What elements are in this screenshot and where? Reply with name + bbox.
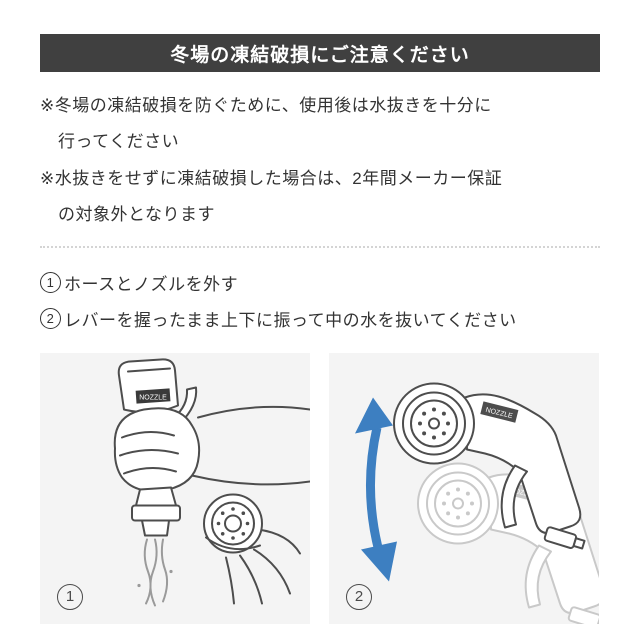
panel-shake-sprayer: NOZZLE 2 [329, 352, 599, 624]
step-1-text: ホースとノズルを外す [64, 274, 239, 294]
illustration-panels: NOZZLE [40, 352, 600, 624]
step-2-number: 2 [40, 307, 61, 329]
title-banner: 冬場の凍結破損にご注意ください [40, 34, 600, 72]
page-title: 冬場の凍結破損にご注意ください [170, 44, 470, 66]
water-stream [137, 538, 173, 607]
panel-2-number: 2 [346, 583, 372, 610]
up-down-arrow-icon [355, 397, 397, 582]
step-2-text: レバーを握ったまま上下に振って中の水を抜いてください [64, 310, 517, 330]
badge-label: NOZZLE [139, 394, 167, 401]
dotted-divider [40, 245, 600, 248]
step-1: 1 ホースとノズルを外す [40, 270, 600, 295]
step-1-number: 1 [40, 271, 61, 293]
panel-1-number: 1 [57, 583, 83, 610]
note-2-line-1: ※水抜きをせずに凍結破損した場合は、2年間メーカー保証 [40, 168, 503, 188]
shake-illustration: NOZZLE [355, 382, 599, 624]
note-1-line-2: 行ってください [58, 132, 180, 152]
arm-illustration [191, 405, 310, 485]
notes-section: ※冬場の凍結破損を防ぐために、使用後は水抜きを十分に 行ってください ※水抜きを… [40, 96, 600, 226]
hand-holding-nozzle-head [225, 528, 301, 605]
panel-drain-water: NOZZLE [40, 352, 310, 624]
step-2: 2 レバーを握ったまま上下に振って中の水を抜いてください [40, 306, 600, 331]
steps-section: 1 ホースとノズルを外す 2 レバーを握ったまま上下に振って中の水を抜いてくださ… [40, 270, 600, 331]
hose-connector-illustration [131, 486, 181, 537]
note-1-line-1: ※冬場の凍結破損を防ぐために、使用後は水抜きを十分に [40, 96, 492, 115]
sprayer-brand-badge: NOZZLE [135, 387, 171, 404]
hand-grip-illustration [113, 406, 201, 492]
note-2-line-2: の対象外となります [58, 205, 215, 225]
nozzle-head-disc [203, 493, 263, 554]
instruction-page: 冬場の凍結破損にご注意ください ※冬場の凍結破損を防ぐために、使用後は水抜きを十… [40, 34, 600, 624]
drain-illustration: NOZZLE [113, 358, 310, 607]
